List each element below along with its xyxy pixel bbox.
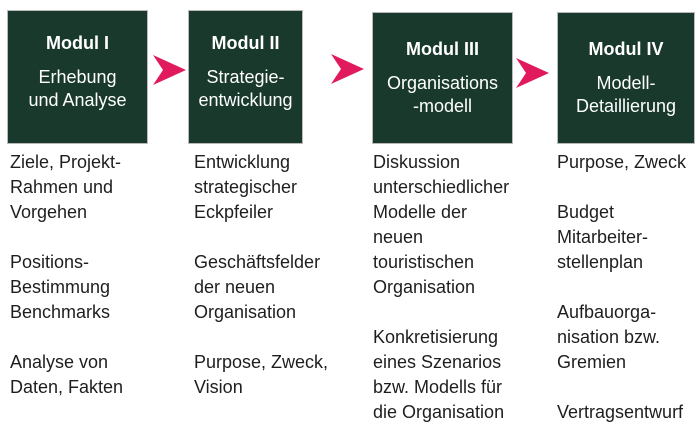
module-4-subtitle: Modell- Detaillierung bbox=[575, 73, 677, 116]
module-3-title: Modul III bbox=[406, 39, 479, 59]
list-item: Purpose, Zweck, Vision bbox=[194, 352, 329, 397]
list-item: Konkretisierung eines Szenarios bzw. Mod… bbox=[373, 327, 505, 422]
list-item: Vertragsentwurf bbox=[557, 402, 684, 422]
arrow-right-icon bbox=[153, 55, 186, 85]
module-1-title: Modul I bbox=[46, 33, 109, 53]
list-item: Ziele, Projekt- Rahmen und Vorgehen bbox=[10, 152, 122, 222]
list-item: Analyse von Daten, Fakten bbox=[10, 352, 124, 397]
list-item: Entwicklung strategischer Eckpfeiler bbox=[194, 152, 298, 222]
module-2-subtitle: Strategie- entwicklung bbox=[198, 67, 293, 110]
module-2-item-list: Entwicklung strategischer Eckpfeiler Ges… bbox=[194, 150, 366, 400]
module-4-item-list: Purpose, Zweck Budget Mitarbeiter- stell… bbox=[557, 150, 700, 425]
module-1-item-list: Ziele, Projekt- Rahmen und Vorgehen Posi… bbox=[10, 150, 182, 400]
module-1-subtitle: Erhebung und Analyse bbox=[28, 67, 127, 110]
module-2-box: Modul II Strategie- entwicklung bbox=[188, 10, 303, 144]
module-2-title: Modul II bbox=[211, 33, 280, 53]
module-4-title: Modul IV bbox=[588, 39, 664, 59]
list-item: Positions- Bestimmung Benchmarks bbox=[10, 252, 111, 322]
module-1-box: Modul I Erhebung und Analyse bbox=[7, 10, 148, 144]
module-3-subtitle: Organisations -modell bbox=[386, 73, 499, 116]
list-item: Geschäftsfelder der neuen Organisation bbox=[194, 252, 321, 322]
module-3-box: Modul III Organisations -modell bbox=[372, 12, 513, 144]
arrow-right-icon bbox=[516, 58, 549, 88]
arrow-right-icon bbox=[331, 54, 364, 84]
list-item: Budget Mitarbeiter- stellenplan bbox=[557, 202, 649, 272]
module-4-box: Modul IV Modell- Detaillierung bbox=[557, 12, 695, 144]
list-item: Purpose, Zweck bbox=[557, 152, 687, 172]
list-item: Aufbauorga- nisation bzw. Gremien bbox=[557, 302, 661, 372]
list-item: Diskussion unterschiedlicher Modelle der… bbox=[373, 152, 510, 297]
module-3-item-list: Diskussion unterschiedlicher Modelle der… bbox=[373, 150, 545, 425]
